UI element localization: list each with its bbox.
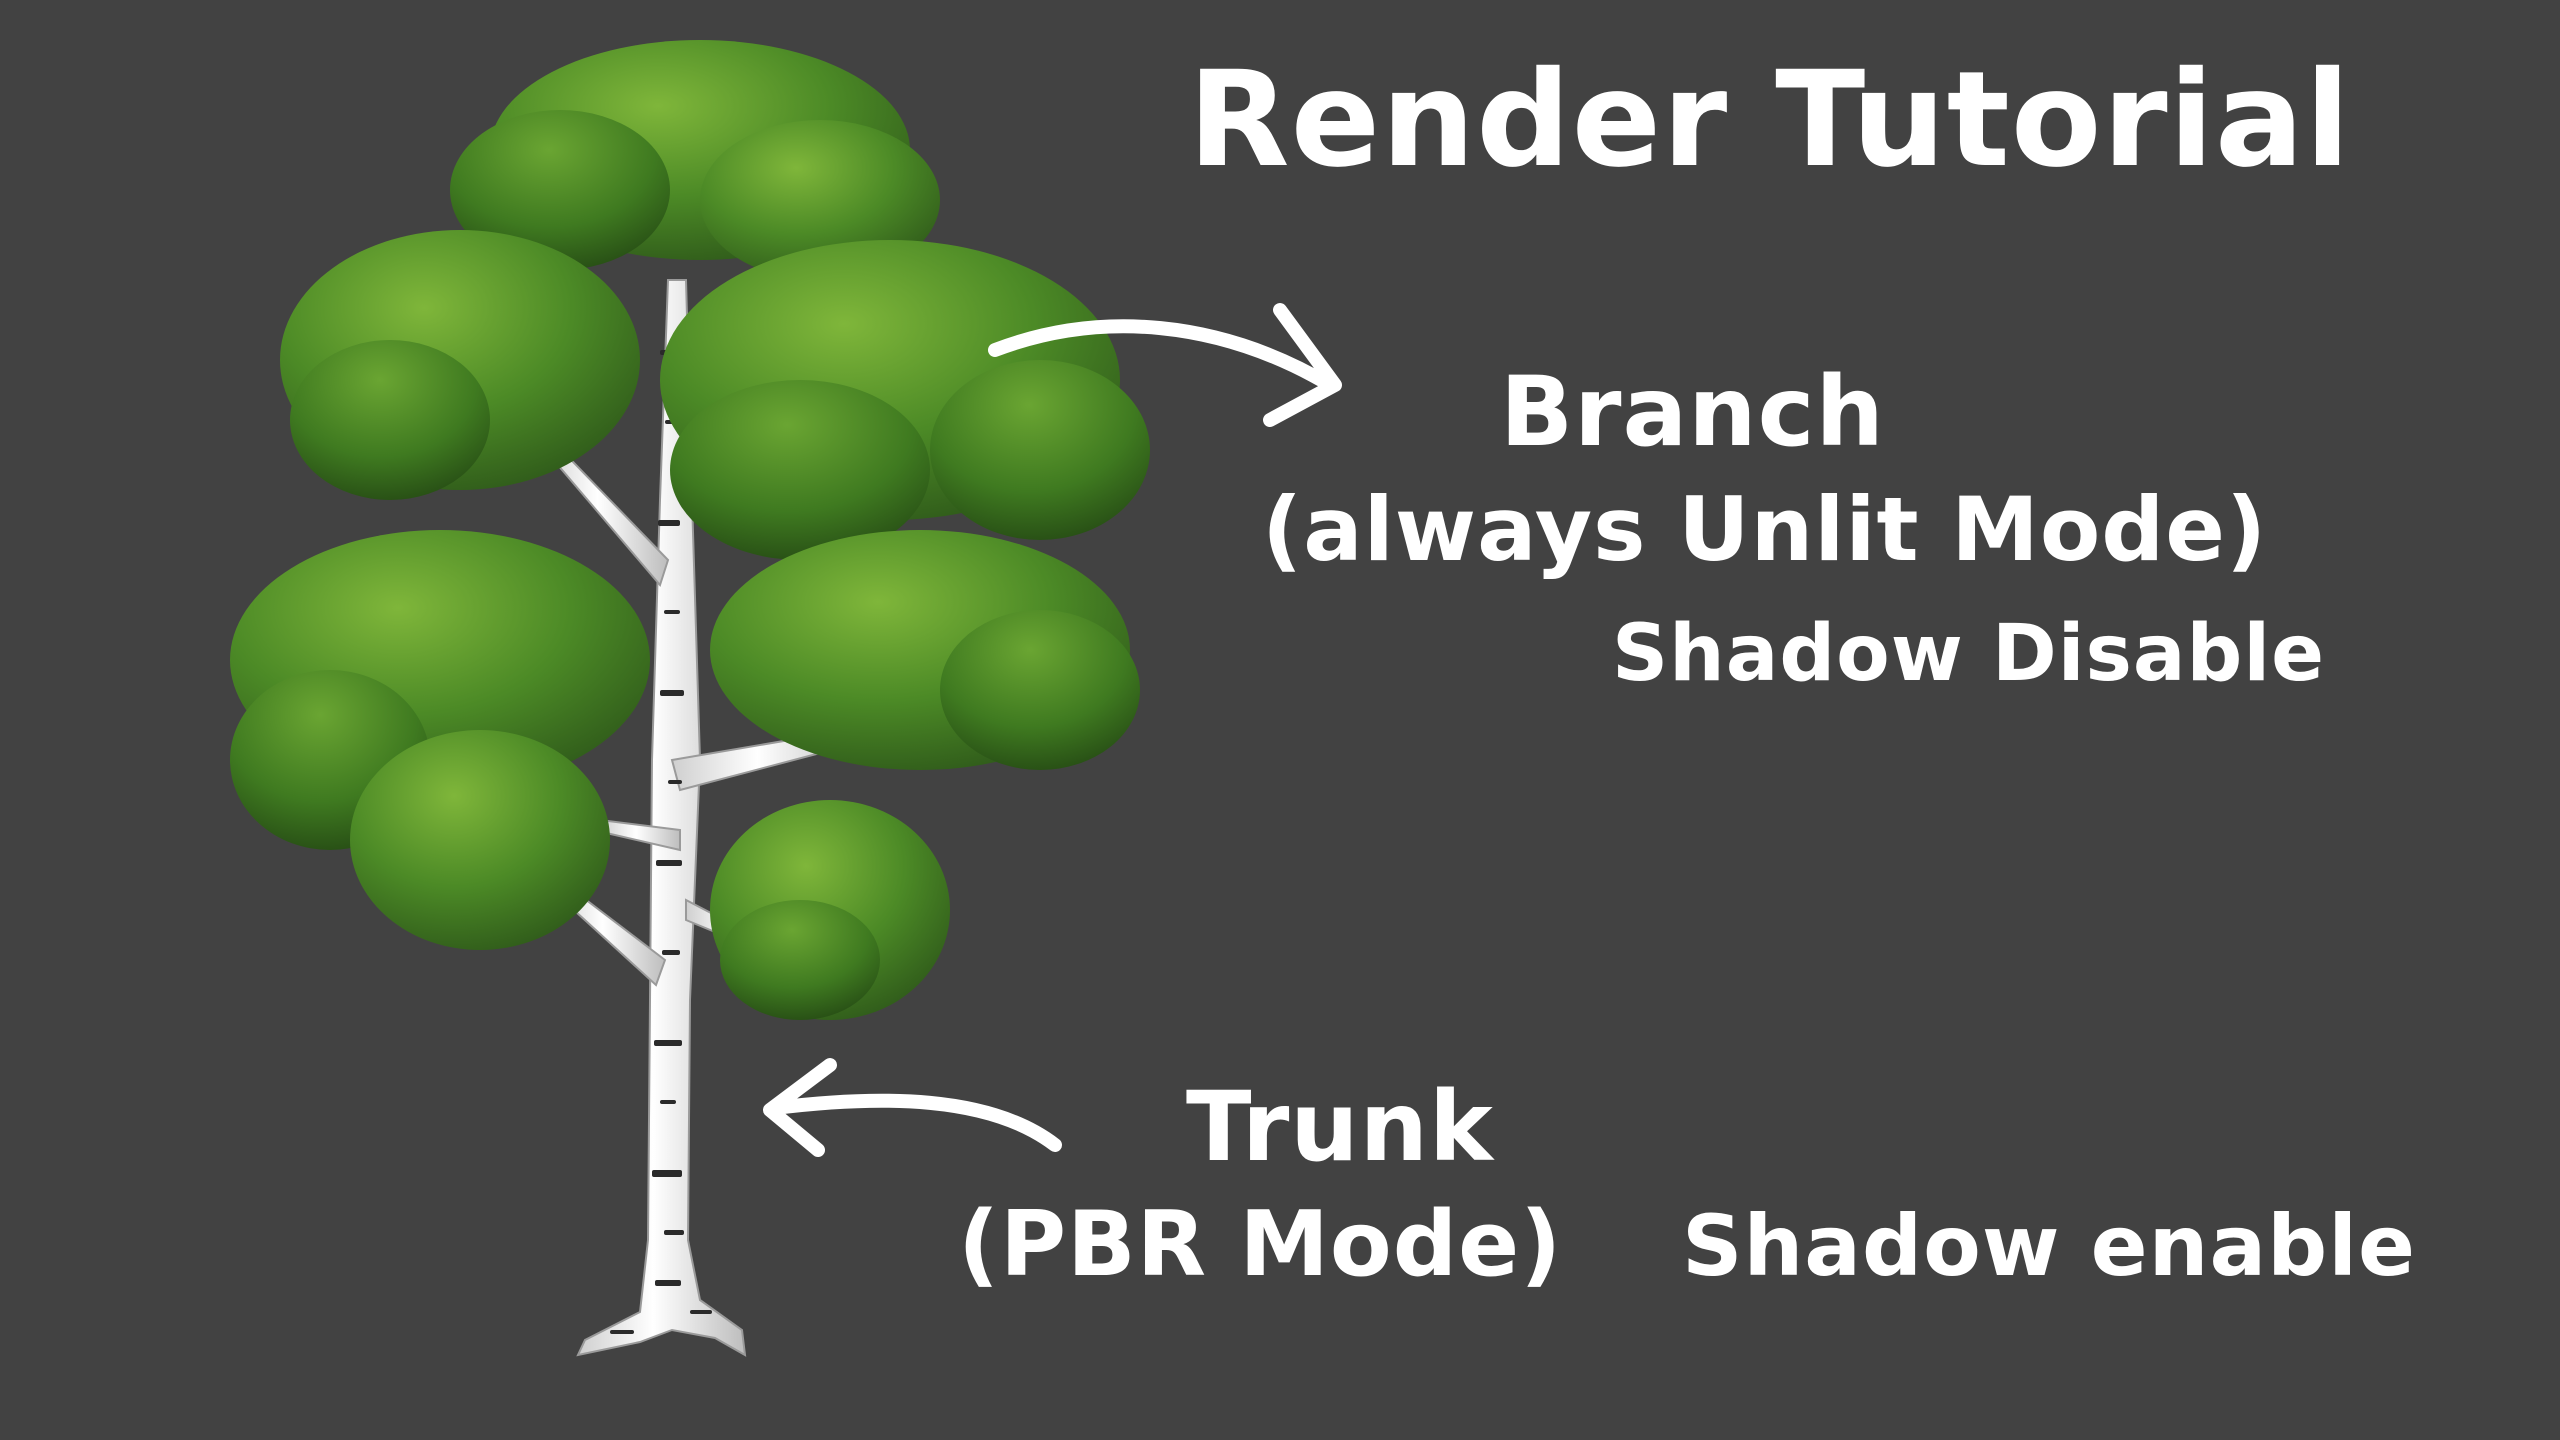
arrow-left-icon [763,1058,1062,1157]
arrow-right-icon [988,303,1342,427]
branch-heading: Branch [1500,356,1885,468]
branch-foliage [230,40,1150,1020]
trunk-heading: Trunk [1186,1071,1495,1183]
branch-annotation: Branch (always Unlit Mode) Shadow Disabl… [988,303,2325,699]
page-title: Render Tutorial [1188,43,2351,197]
trunk-mode: (PBR Mode) [958,1192,1562,1297]
trunk-shadow: Shadow enable [1682,1197,2416,1295]
branch-mode: (always Unlit Mode) [1262,478,2267,581]
trunk-annotation: Trunk (PBR Mode) Shadow enable [763,1058,2416,1297]
branch-shadow: Shadow Disable [1612,609,2325,699]
tree-illustration [230,40,1150,1357]
